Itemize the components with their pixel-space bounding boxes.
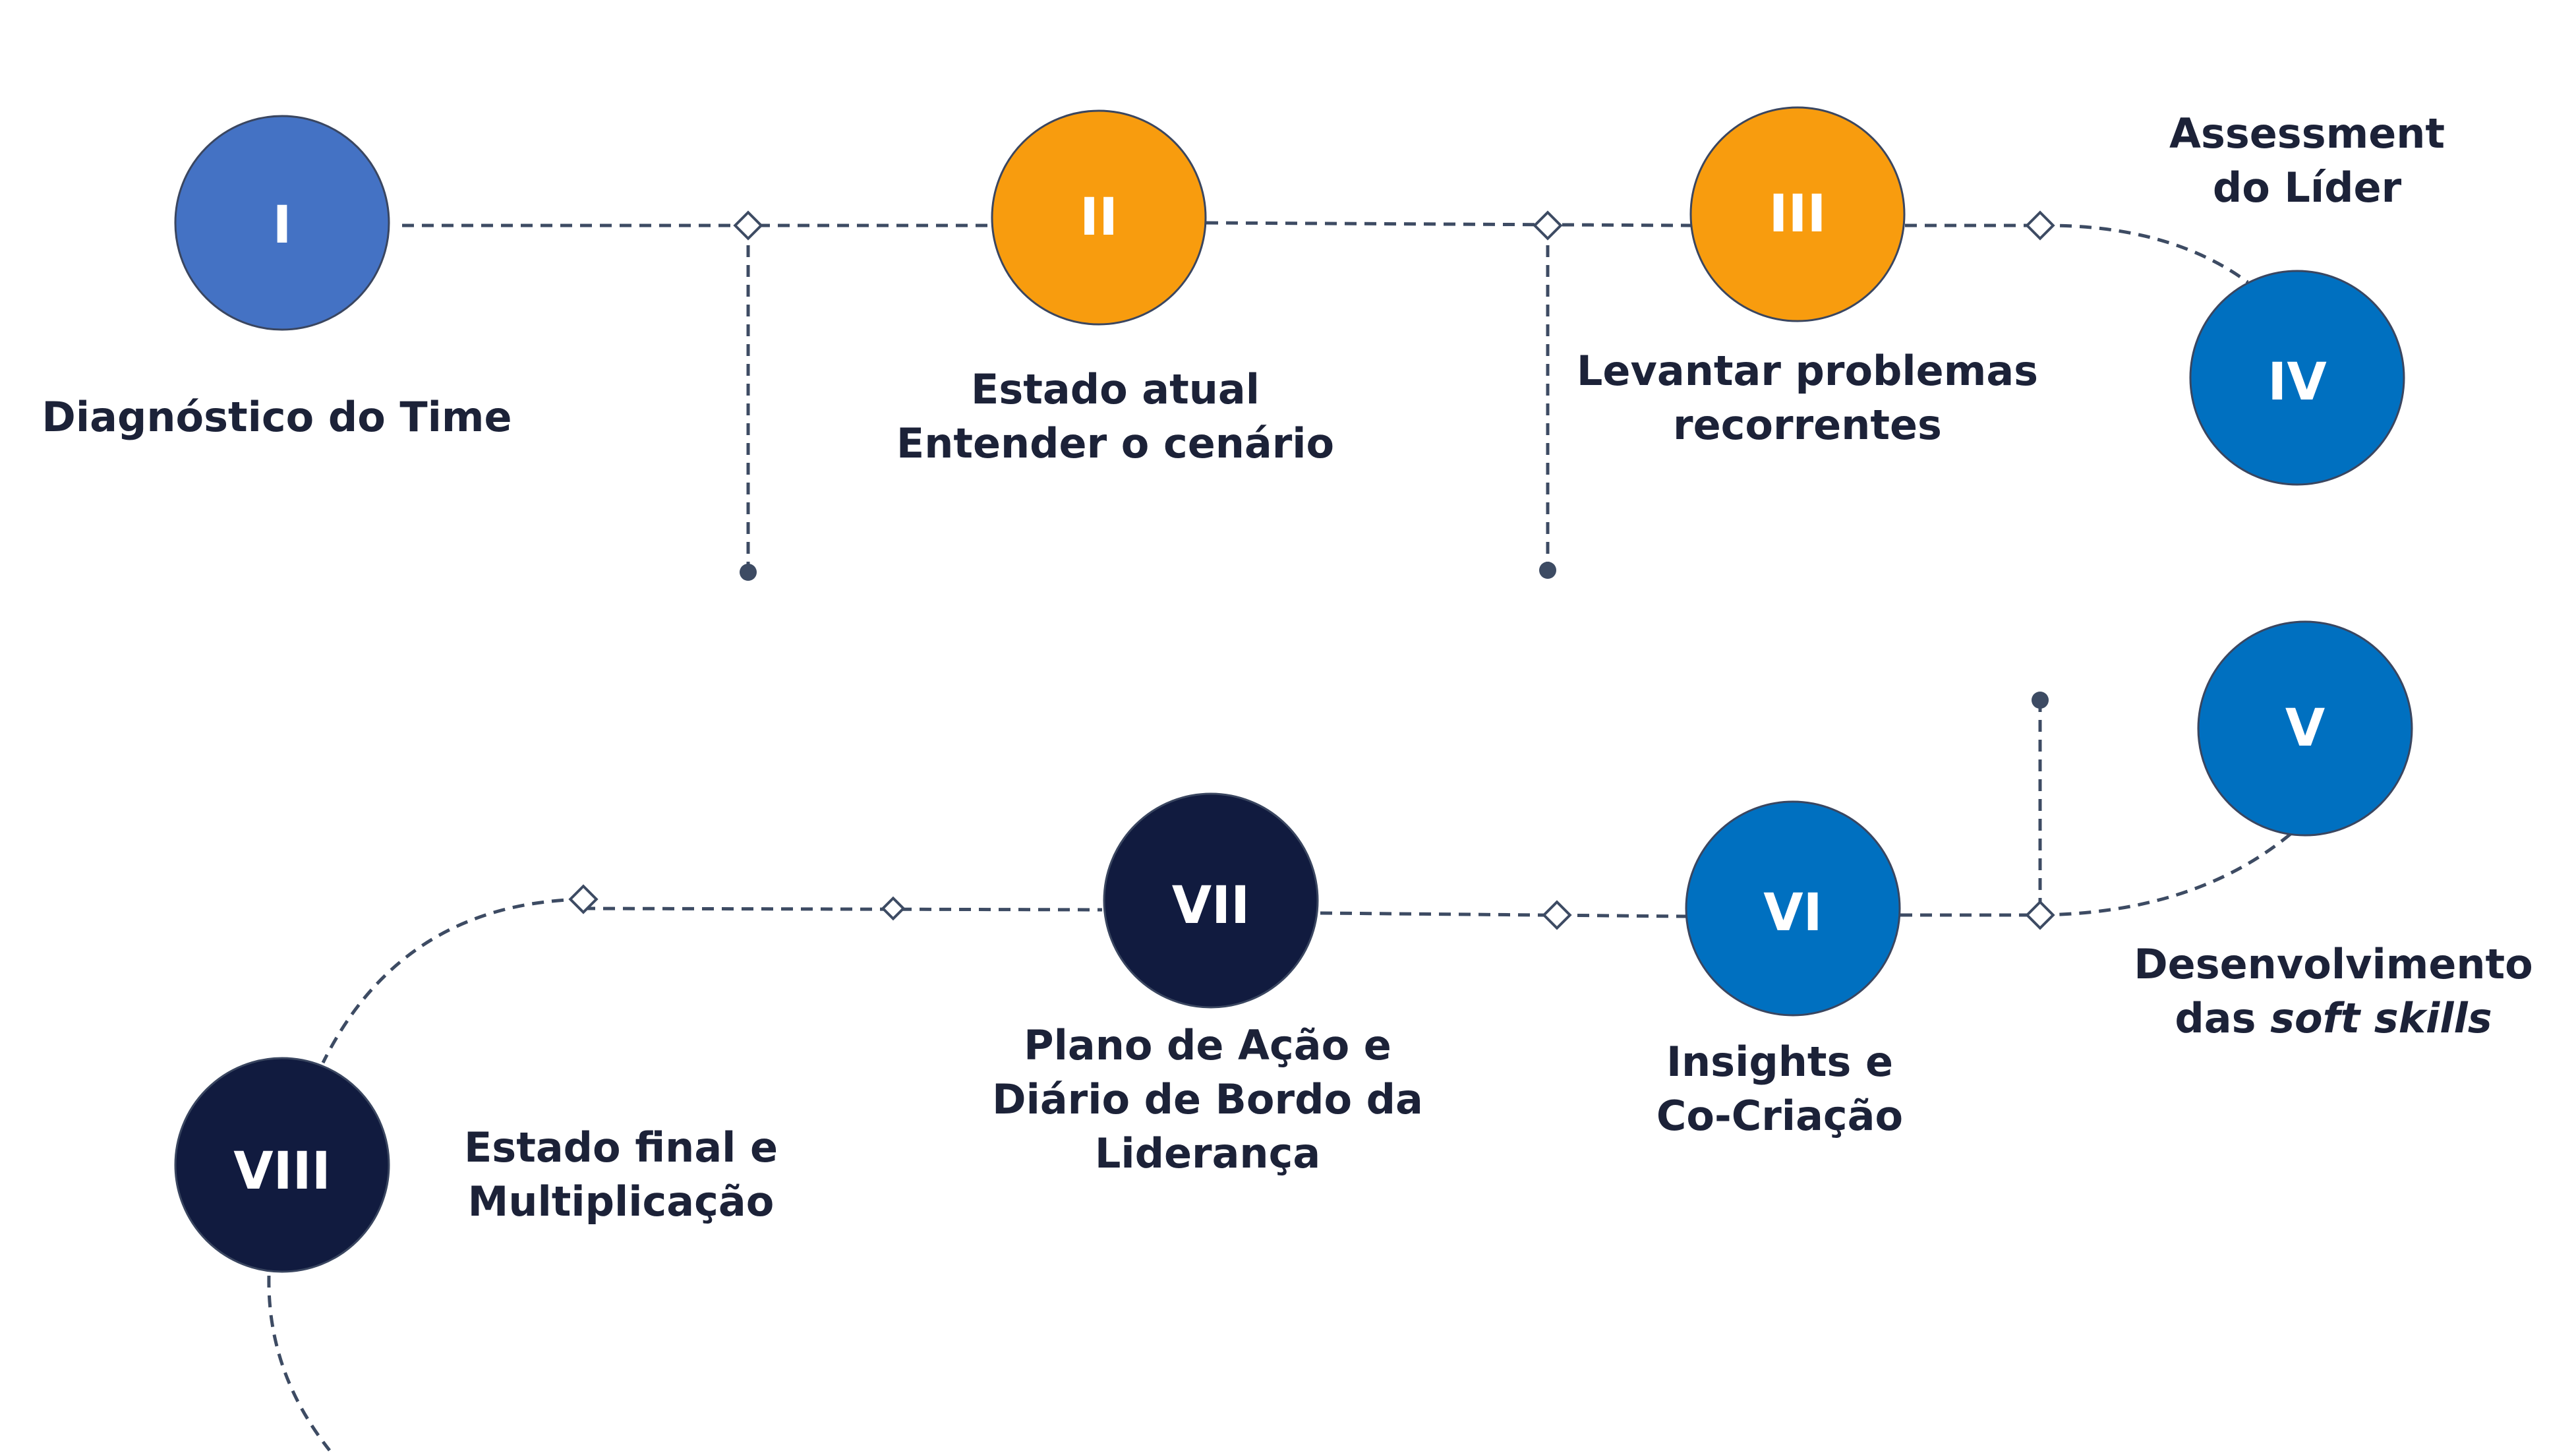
label-line: Levantar problemas: [1576, 347, 2039, 395]
step-label-i: Diagnóstico do Time: [42, 390, 512, 444]
connector-mid-vii: [583, 906, 1103, 912]
label-line: Liderança: [1094, 1129, 1321, 1177]
step-label-iii: Levantar problemas recorrentes: [1577, 344, 2038, 452]
step-numeral: VI: [1763, 883, 1822, 943]
connector-end-dot: [2032, 692, 2049, 709]
curve-below-viii: [267, 1275, 331, 1452]
connector-diamond: [1542, 900, 1572, 930]
step-numeral: IV: [2268, 353, 2326, 412]
step-numeral: VII: [1172, 876, 1250, 935]
connector-diamond: [881, 896, 906, 921]
connector-diamond: [2025, 900, 2055, 930]
step-circle: [174, 115, 390, 331]
connector-end-dot: [740, 564, 757, 581]
connector-vii-vi: [1320, 911, 1687, 918]
step-label-vii: Plano de Ação e Diário de Bordo da Lider…: [992, 1019, 1423, 1181]
label-prefix: das: [2175, 994, 2271, 1042]
step-circle: [1689, 106, 1906, 322]
connector-diamond: [1533, 210, 1563, 241]
label-line: Assessment: [2169, 109, 2445, 158]
label-line: Diário de Bordo da: [992, 1075, 1423, 1123]
step-numeral: II: [1080, 188, 1118, 247]
step-numeral: VIII: [233, 1142, 330, 1201]
step-label-vi: Insights e Co-Criação: [1656, 1035, 1903, 1143]
label-line: Desenvolvimento: [2134, 940, 2533, 988]
step-circle: [1103, 792, 1319, 1009]
label-line: Estado atual: [970, 365, 1260, 413]
label-line: Plano de Ação e: [1024, 1021, 1391, 1069]
step-label-iv: Assessment do Líder: [2169, 107, 2445, 215]
label-italic: soft skills: [2270, 994, 2492, 1042]
curve-to-viii: [321, 897, 584, 1064]
step-circle: [2197, 620, 2413, 837]
label-line: Co-Criação: [1656, 1092, 1904, 1140]
step-iv: IV: [2189, 270, 2405, 486]
step-v: V: [2197, 620, 2413, 837]
step-ii: II: [991, 109, 1207, 326]
step-vii: VII: [1103, 792, 1319, 1009]
step-numeral: III: [1769, 185, 1826, 244]
step-vi: VI: [1685, 800, 1901, 1017]
step-label-v: Desenvolvimento das soft skills: [2134, 937, 2533, 1046]
step-numeral: V: [2285, 699, 2325, 758]
step-viii: VIII: [174, 1057, 390, 1273]
curve-to-iv: [2039, 223, 2249, 284]
step-circle: [1685, 800, 1901, 1017]
step-circle: [174, 1057, 390, 1273]
step-circle: [991, 109, 1207, 326]
connector-diamond: [568, 884, 599, 914]
label-line: Insights e: [1666, 1038, 1894, 1086]
label-line: Entender o cenário: [896, 419, 1335, 467]
step-label-ii: Estado atual Entender o cenário: [896, 363, 1334, 471]
step-circle: [2189, 270, 2405, 486]
label-line: recorrentes: [1673, 401, 1942, 449]
curve-v-to-vi: [2039, 833, 2292, 917]
connector-diamond: [733, 210, 763, 241]
step-numeral: I: [272, 196, 291, 255]
step-i: I: [174, 115, 390, 331]
label-line: Multiplicação: [467, 1177, 775, 1226]
step-label-viii: Estado final e Multiplicação: [464, 1121, 778, 1229]
connector-ii-iii: [1206, 221, 1691, 227]
label-line: das soft skills: [2134, 992, 2533, 1046]
step-iii: III: [1689, 106, 1906, 322]
label-line: Diagnóstico do Time: [42, 393, 512, 441]
label-line: do Líder: [2212, 163, 2402, 212]
connector-end-dot: [1539, 562, 1556, 579]
label-line: Estado final e: [463, 1123, 778, 1171]
connector-diamond: [2025, 210, 2055, 241]
